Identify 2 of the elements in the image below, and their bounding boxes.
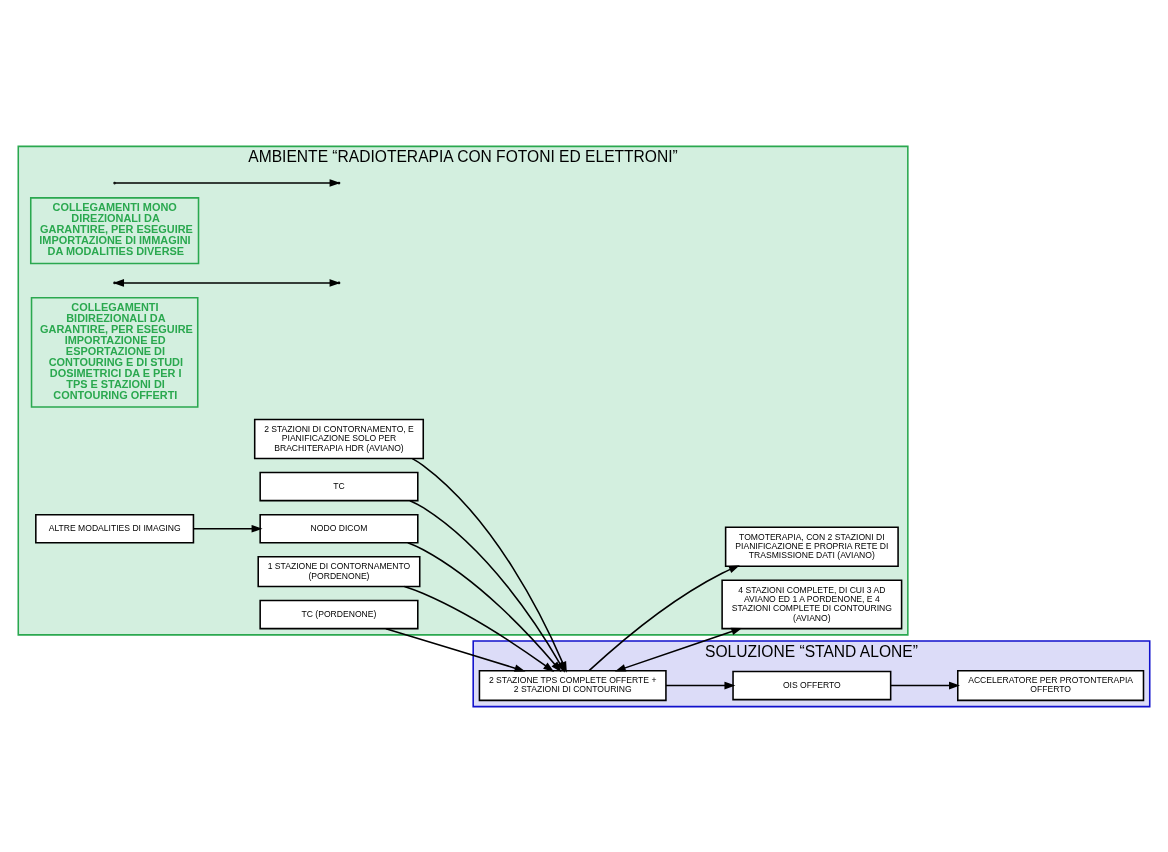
legend-label: COLLEGAMENTI MONO DIREZIONALI DA GARANTIRE, PER ESEGUIRE IMPORTAZIONE DI IMMAGINI DA MODALITIES DIVERSE	[39, 200, 193, 257]
legend-label: COLLEGAMENTI BIDIREZIONALI DA GARANTIRE, PER ESEGUIRE IMPORTAZIONE ED ESPORTAZIONE DI CONTOURING E DI STUDI DOSIMETRICI DA E PER I TPS E STAZIONI DI CONTOURING OFFERTI	[40, 300, 193, 401]
